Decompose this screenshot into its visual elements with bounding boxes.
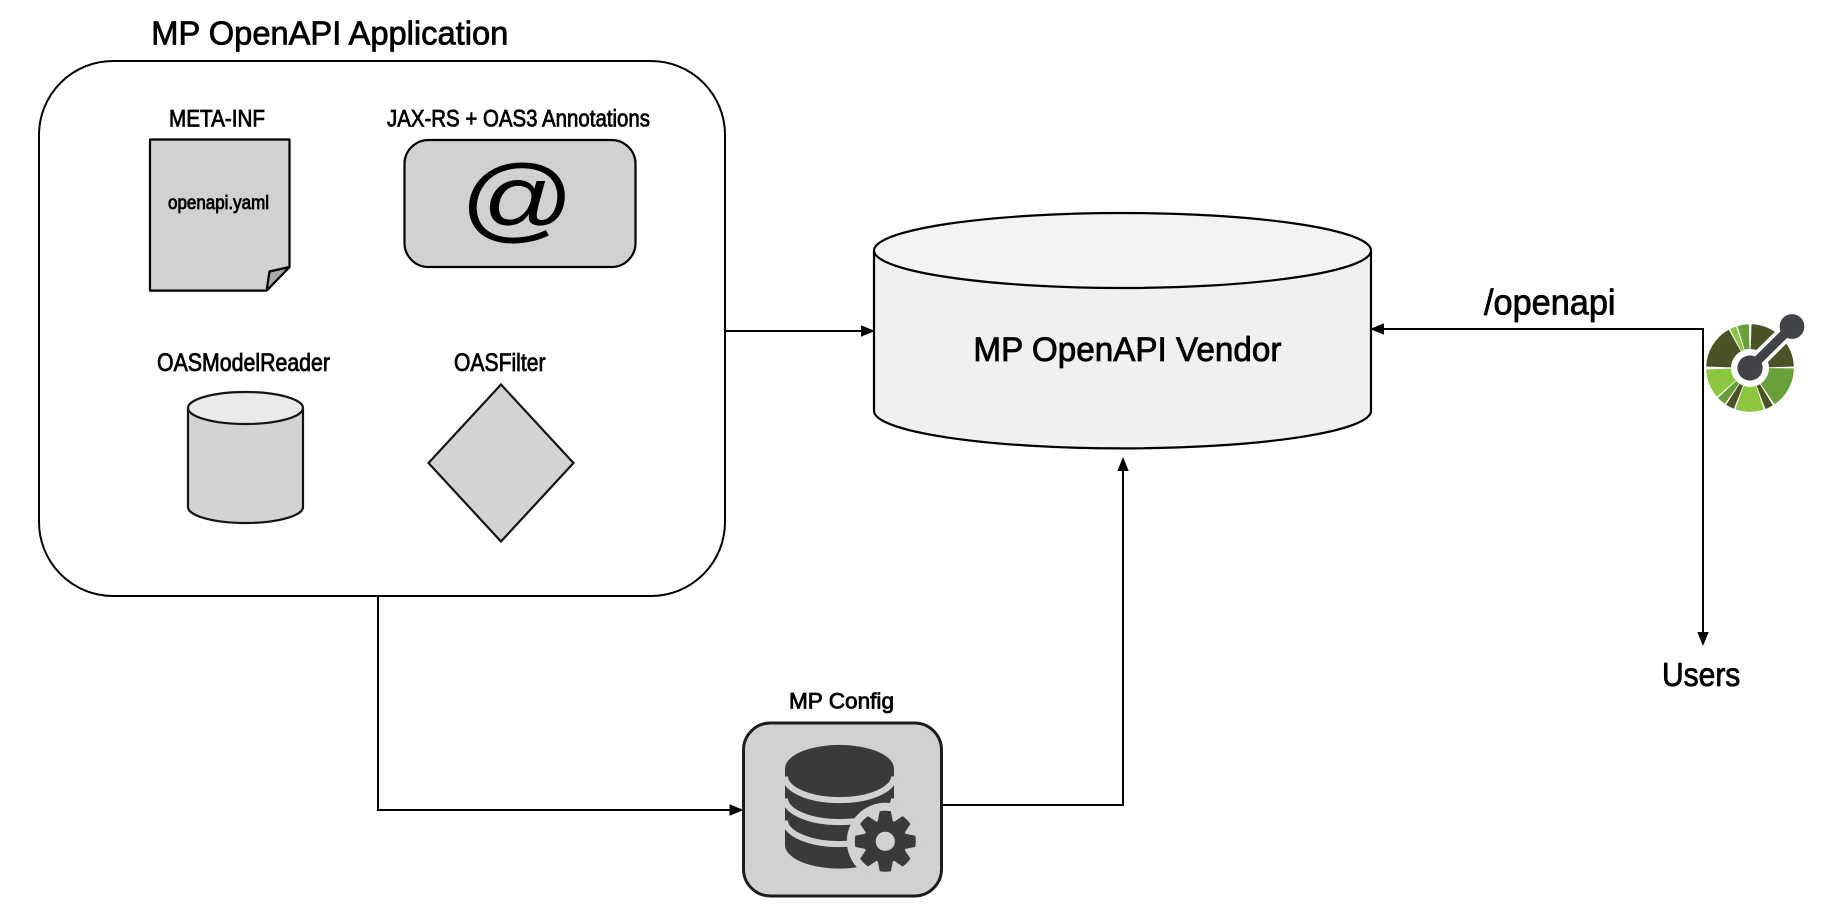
svg-text:MP Config: MP Config <box>789 688 894 713</box>
svg-text:/openapi: /openapi <box>1484 282 1616 323</box>
svg-text:MP OpenAPI Vendor: MP OpenAPI Vendor <box>973 331 1281 369</box>
svg-text:openapi.yaml: openapi.yaml <box>168 192 269 214</box>
svg-text:OASModelReader: OASModelReader <box>157 349 330 377</box>
svg-text:@: @ <box>458 146 572 251</box>
svg-text:OASFilter: OASFilter <box>454 349 546 377</box>
svg-text:Users: Users <box>1662 656 1740 693</box>
svg-text:MP OpenAPI Application: MP OpenAPI Application <box>151 15 508 53</box>
svg-text:JAX-RS + OAS3 Annotations: JAX-RS + OAS3 Annotations <box>387 106 650 133</box>
svg-text:META-INF: META-INF <box>169 107 265 133</box>
